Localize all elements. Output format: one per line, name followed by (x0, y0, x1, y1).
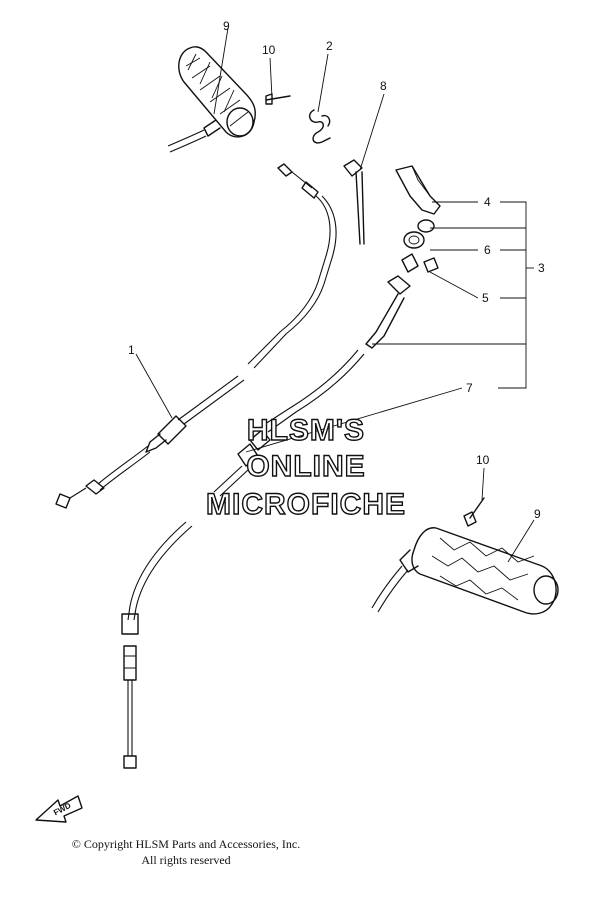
grip-upper-left (167, 46, 256, 153)
watermark-line-2: ONLINE (246, 450, 365, 483)
throttle-cable-upper (365, 275, 411, 349)
copyright-notice: © Copyright HLSM Parts and Accessories, … (36, 836, 336, 868)
callout-3: 3 (538, 261, 545, 275)
adjuster (401, 253, 439, 273)
callout-10-upper: 10 (262, 43, 276, 57)
collar (403, 219, 435, 249)
throttle-housing (395, 165, 441, 215)
callout-6: 6 (484, 243, 491, 257)
callout-10-lower: 10 (476, 453, 490, 467)
grip-lower-right (371, 527, 559, 615)
callout-9-lower: 9 (534, 507, 541, 521)
watermark: HLSM'S ONLINE MICROFICHE (205, 413, 406, 521)
callout-9-upper: 9 (223, 19, 230, 33)
rivet-upper (265, 93, 291, 105)
clutch-cable (55, 163, 337, 509)
leader-lines (135, 27, 535, 563)
callout-2: 2 (326, 39, 333, 53)
watermark-line-3: MICROFICHE (206, 488, 406, 521)
spring-clip (308, 109, 331, 144)
watermark-line-1: HLSM'S (247, 414, 365, 447)
throttle-cable (121, 349, 365, 769)
callout-7: 7 (466, 381, 473, 395)
fwd-arrow-icon: FWD (35, 795, 83, 823)
cable-tie (343, 159, 365, 245)
rivet-lower (463, 497, 485, 527)
copyright-line: © Copyright HLSM Parts and Accessories, … (71, 837, 301, 851)
callout-4: 4 (484, 195, 491, 209)
callout-5: 5 (482, 291, 489, 305)
callout-8: 8 (380, 79, 387, 93)
rights-line: All rights reserved (141, 853, 231, 867)
callout-1: 1 (128, 343, 135, 357)
